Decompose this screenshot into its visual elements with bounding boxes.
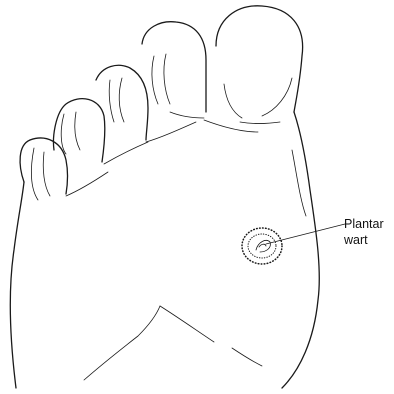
label-line-1: Plantar (344, 217, 384, 231)
toe-creases (31, 54, 292, 200)
callout-leader-line (266, 224, 345, 244)
label-line-2: wart (343, 233, 368, 247)
callout: Plantar wart (266, 217, 384, 247)
plantar-wart (242, 228, 282, 264)
foot-outline (10, 6, 319, 388)
